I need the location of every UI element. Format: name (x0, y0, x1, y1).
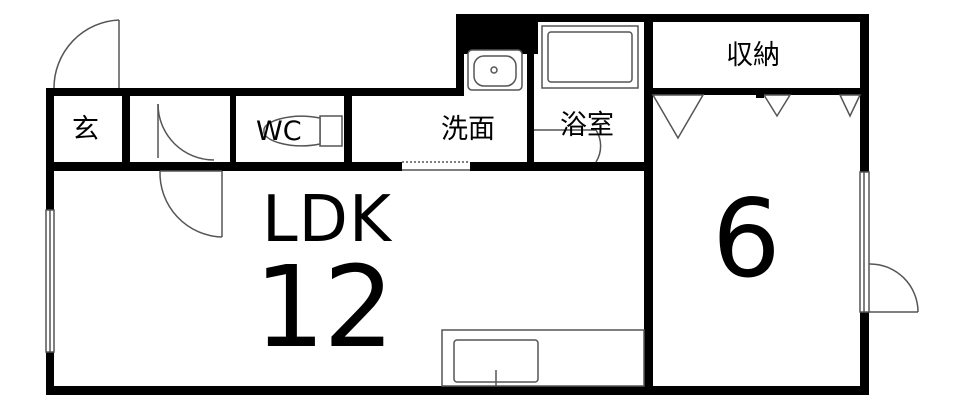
storage-label: 収納 (726, 40, 780, 71)
bath-door (534, 129, 602, 163)
bathroom-label: 浴室 (560, 110, 614, 141)
bathtub-fixture (541, 25, 639, 89)
washbasin-fixture (467, 49, 523, 91)
ldk-size: 12 (254, 243, 395, 373)
toilet-fixture (263, 115, 343, 147)
corridor-door (157, 103, 223, 238)
storage-doors (651, 90, 862, 140)
bedroom-size: 6 (712, 177, 781, 302)
wash-sliding-door (402, 161, 470, 171)
entrance-label: 玄 (72, 114, 99, 145)
toilet-label: WC (256, 116, 302, 147)
kitchen-counter (441, 329, 645, 387)
left-window (45, 209, 55, 353)
washroom-label: 洗面 (441, 114, 495, 145)
right-window (859, 171, 919, 313)
ldk-label: LDK (262, 183, 392, 257)
entrance-door (53, 19, 120, 89)
